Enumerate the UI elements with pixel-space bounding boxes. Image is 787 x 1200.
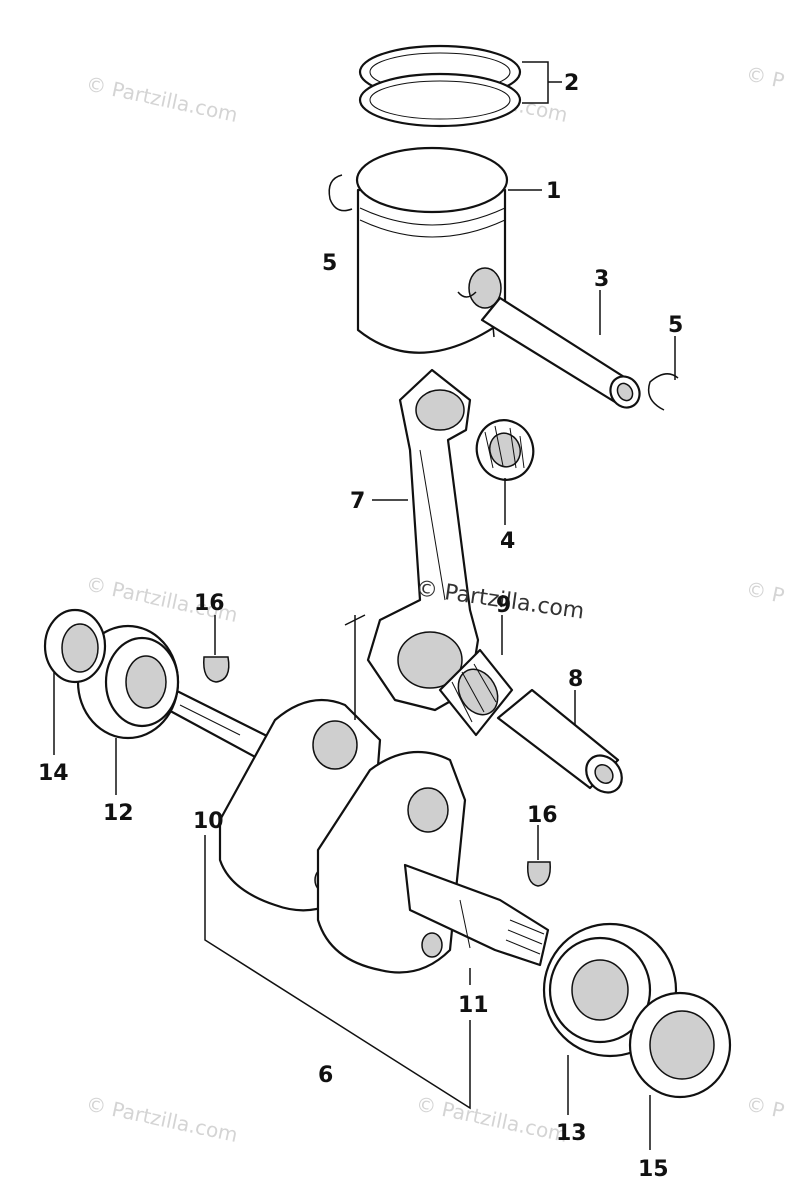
callout-16-left: 16 bbox=[194, 591, 225, 616]
callout-5-left: 5 bbox=[322, 251, 337, 276]
callout-4: 4 bbox=[500, 529, 515, 554]
callout-8: 8 bbox=[568, 667, 583, 692]
callout-13: 13 bbox=[556, 1121, 587, 1146]
callout-9: 9 bbox=[496, 593, 511, 618]
circlip-right bbox=[647, 373, 679, 411]
callout-3: 3 bbox=[594, 267, 609, 292]
callout-6: 6 bbox=[318, 1063, 333, 1088]
callout-11: 11 bbox=[458, 993, 489, 1018]
watermark: © Partzilla.com bbox=[84, 71, 240, 127]
callout-10: 10 bbox=[193, 809, 224, 834]
crankshaft-right bbox=[316, 750, 550, 974]
watermark: © P bbox=[744, 576, 787, 607]
crank-pin bbox=[496, 688, 623, 794]
callout-14: 14 bbox=[38, 761, 69, 786]
callout-2: 2 bbox=[564, 71, 579, 96]
callout-numbers: 2 1 5 3 5 7 4 16 9 8 14 12 10 16 11 6 13… bbox=[38, 71, 683, 1182]
callout-5-right: 5 bbox=[668, 313, 683, 338]
oil-seal-right bbox=[628, 991, 732, 1099]
small-end-bearing bbox=[475, 419, 535, 481]
watermark: © P bbox=[744, 1091, 787, 1122]
oil-seal-left bbox=[43, 608, 107, 684]
piston bbox=[355, 146, 509, 354]
leader-lines bbox=[53, 61, 676, 1150]
callout-12: 12 bbox=[103, 801, 134, 826]
connecting-rod bbox=[366, 368, 480, 712]
callout-7: 7 bbox=[350, 489, 365, 514]
piston-pin bbox=[480, 296, 641, 409]
big-end-bearing bbox=[438, 648, 514, 737]
watermark: © P bbox=[744, 61, 787, 92]
callout-16-right: 16 bbox=[527, 803, 558, 828]
callout-1: 1 bbox=[546, 179, 561, 204]
watermark: © Partzilla.com bbox=[84, 1091, 240, 1147]
woodruff-key-right bbox=[526, 861, 551, 887]
callout-15: 15 bbox=[638, 1157, 669, 1182]
watermark: © Partzilla.com bbox=[414, 1091, 570, 1147]
woodruff-key-left bbox=[203, 656, 230, 683]
circlip-left bbox=[328, 174, 353, 212]
piston-rings bbox=[358, 44, 522, 128]
